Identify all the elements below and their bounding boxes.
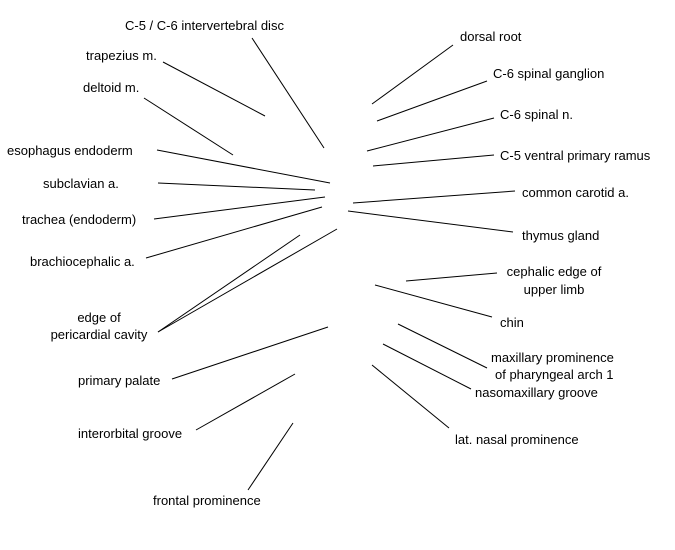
leader-nasomaxillary <box>382 343 472 390</box>
leader-trapezius <box>162 61 266 117</box>
label-thymus: thymus gland <box>522 228 599 243</box>
leader-maxillary <box>397 323 488 369</box>
leader-nasal <box>371 364 450 429</box>
leader-common-carotid <box>352 190 516 204</box>
label-interorbital: interorbital groove <box>78 426 182 441</box>
leader-frontal <box>247 422 294 491</box>
label-c5-c6-disc: C-5 / C-6 intervertebral disc <box>125 18 284 33</box>
label-c6-nerve: C-6 spinal n. <box>500 107 573 122</box>
label-maxillary-line1: maxillary prominence <box>491 350 614 365</box>
leader-pericardial-b <box>157 228 338 333</box>
leader-trachea <box>153 196 326 220</box>
leader-chin <box>374 284 493 318</box>
label-deltoid: deltoid m. <box>83 80 139 95</box>
label-maxillary-line2: of pharyngeal arch 1 <box>495 367 614 382</box>
label-chin: chin <box>500 315 524 330</box>
label-nasomaxillary: nasomaxillary groove <box>475 385 598 400</box>
label-pericardial-line2: pericardial cavity <box>51 327 148 342</box>
label-common-carotid: common carotid a. <box>522 185 629 200</box>
leader-c6-ganglion <box>376 80 488 122</box>
label-pericardial-line1: edge of <box>77 310 121 325</box>
label-dorsal-root: dorsal root <box>460 29 522 44</box>
leader-deltoid <box>143 97 234 156</box>
label-subclavian: subclavian a. <box>43 176 119 191</box>
label-trapezius: trapezius m. <box>86 48 157 63</box>
leader-thymus <box>347 210 514 233</box>
label-frontal: frontal prominence <box>153 493 261 508</box>
leader-primary-palate <box>171 326 329 380</box>
leader-lines <box>143 37 516 491</box>
leader-pericardial-a <box>157 234 301 333</box>
leader-c5-ramus <box>372 154 495 167</box>
label-cephalic-line2: upper limb <box>524 282 585 297</box>
label-nasal: lat. nasal prominence <box>455 432 579 447</box>
label-esophagus: esophagus endoderm <box>7 143 133 158</box>
leader-subclavian <box>157 182 316 191</box>
leader-esophagus <box>156 149 331 184</box>
label-c6-ganglion: C-6 spinal ganglion <box>493 66 604 81</box>
label-primary-palate: primary palate <box>78 373 160 388</box>
leader-brachiocephalic <box>145 206 323 259</box>
left-labels: C-5 / C-6 intervertebral disc trapezius … <box>7 18 284 508</box>
leader-interorbital <box>195 373 296 431</box>
leader-c6-nerve <box>366 117 495 152</box>
right-labels: dorsal root C-6 spinal ganglion C-6 spin… <box>455 29 651 447</box>
leader-dorsal-root <box>371 44 454 105</box>
label-brachiocephalic: brachiocephalic a. <box>30 254 135 269</box>
label-trachea: trachea (endoderm) <box>22 212 136 227</box>
leader-cephalic-edge <box>405 272 498 282</box>
label-c5-ramus: C-5 ventral primary ramus <box>500 148 651 163</box>
label-cephalic-line1: cephalic edge of <box>507 264 602 279</box>
leader-c5-c6-disc <box>251 37 325 149</box>
